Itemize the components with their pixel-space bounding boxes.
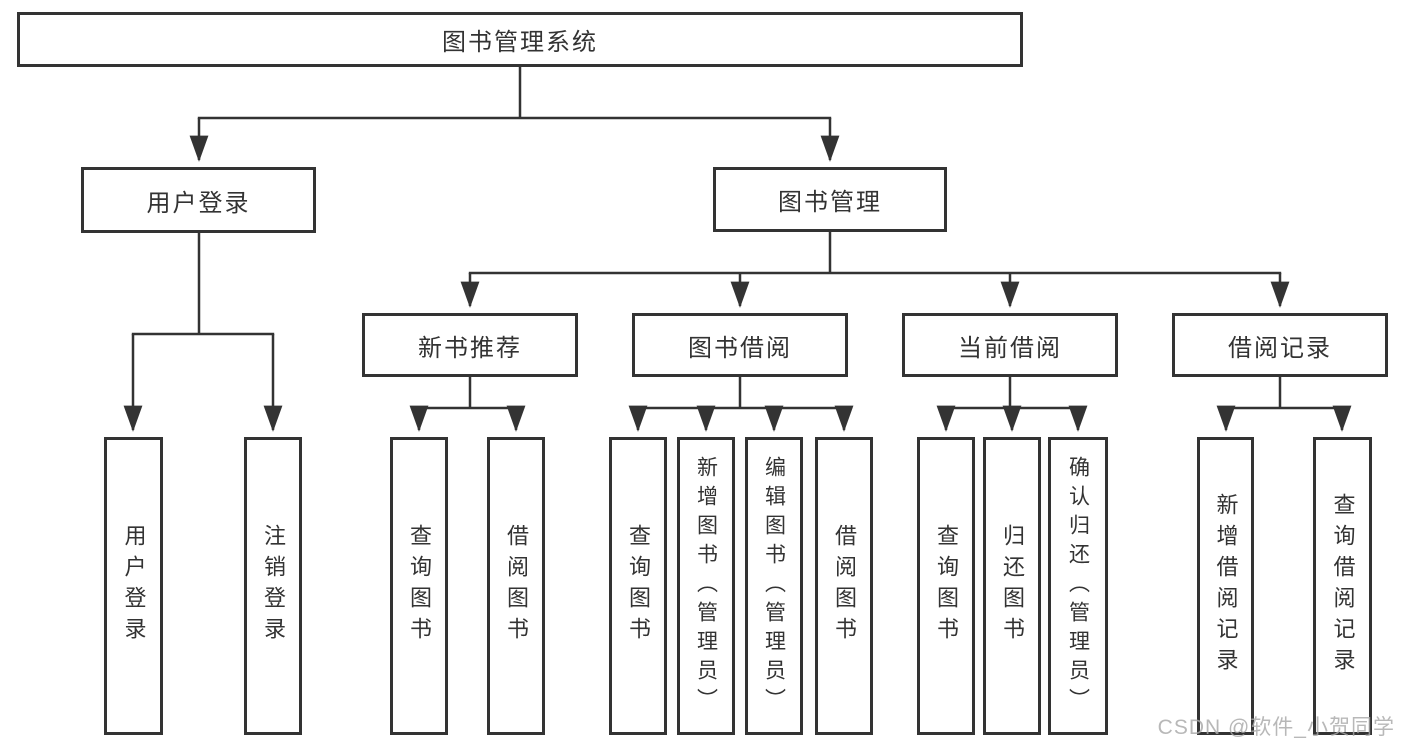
node-leaf-add-borrow-record: 新增借阅记录 <box>1197 437 1254 735</box>
node-book-borrow: 图书借阅 <box>632 313 848 377</box>
node-current-borrow: 当前借阅 <box>902 313 1118 377</box>
node-leaf-borrow-books: 借阅图书 <box>815 437 873 735</box>
node-leaf-query-books-current: 查询图书 <box>917 437 975 735</box>
node-leaf-query-books-borrow: 查询图书 <box>609 437 667 735</box>
node-root-library-management-system: 图书管理系统 <box>17 12 1023 67</box>
node-leaf-return-books: 归还图书 <box>983 437 1041 735</box>
node-leaf-confirm-return-admin: 确认归还（管理员） <box>1048 437 1108 735</box>
node-leaf-borrow-books-recommend: 借阅图书 <box>487 437 545 735</box>
node-leaf-add-books-admin: 新增图书（管理员） <box>677 437 735 735</box>
node-leaf-user-login: 用户登录 <box>104 437 163 735</box>
node-leaf-query-borrow-record: 查询借阅记录 <box>1313 437 1372 735</box>
node-leaf-logout: 注销登录 <box>244 437 302 735</box>
csdn-watermark: CSDN @软件_小贺同学 <box>1157 716 1395 739</box>
node-new-book-recommend: 新书推荐 <box>362 313 578 377</box>
node-leaf-query-books-recommend: 查询图书 <box>390 437 448 735</box>
node-borrow-records: 借阅记录 <box>1172 313 1388 377</box>
node-user-login: 用户登录 <box>81 167 316 233</box>
node-leaf-edit-books-admin: 编辑图书（管理员） <box>745 437 803 735</box>
node-book-management: 图书管理 <box>713 167 947 232</box>
